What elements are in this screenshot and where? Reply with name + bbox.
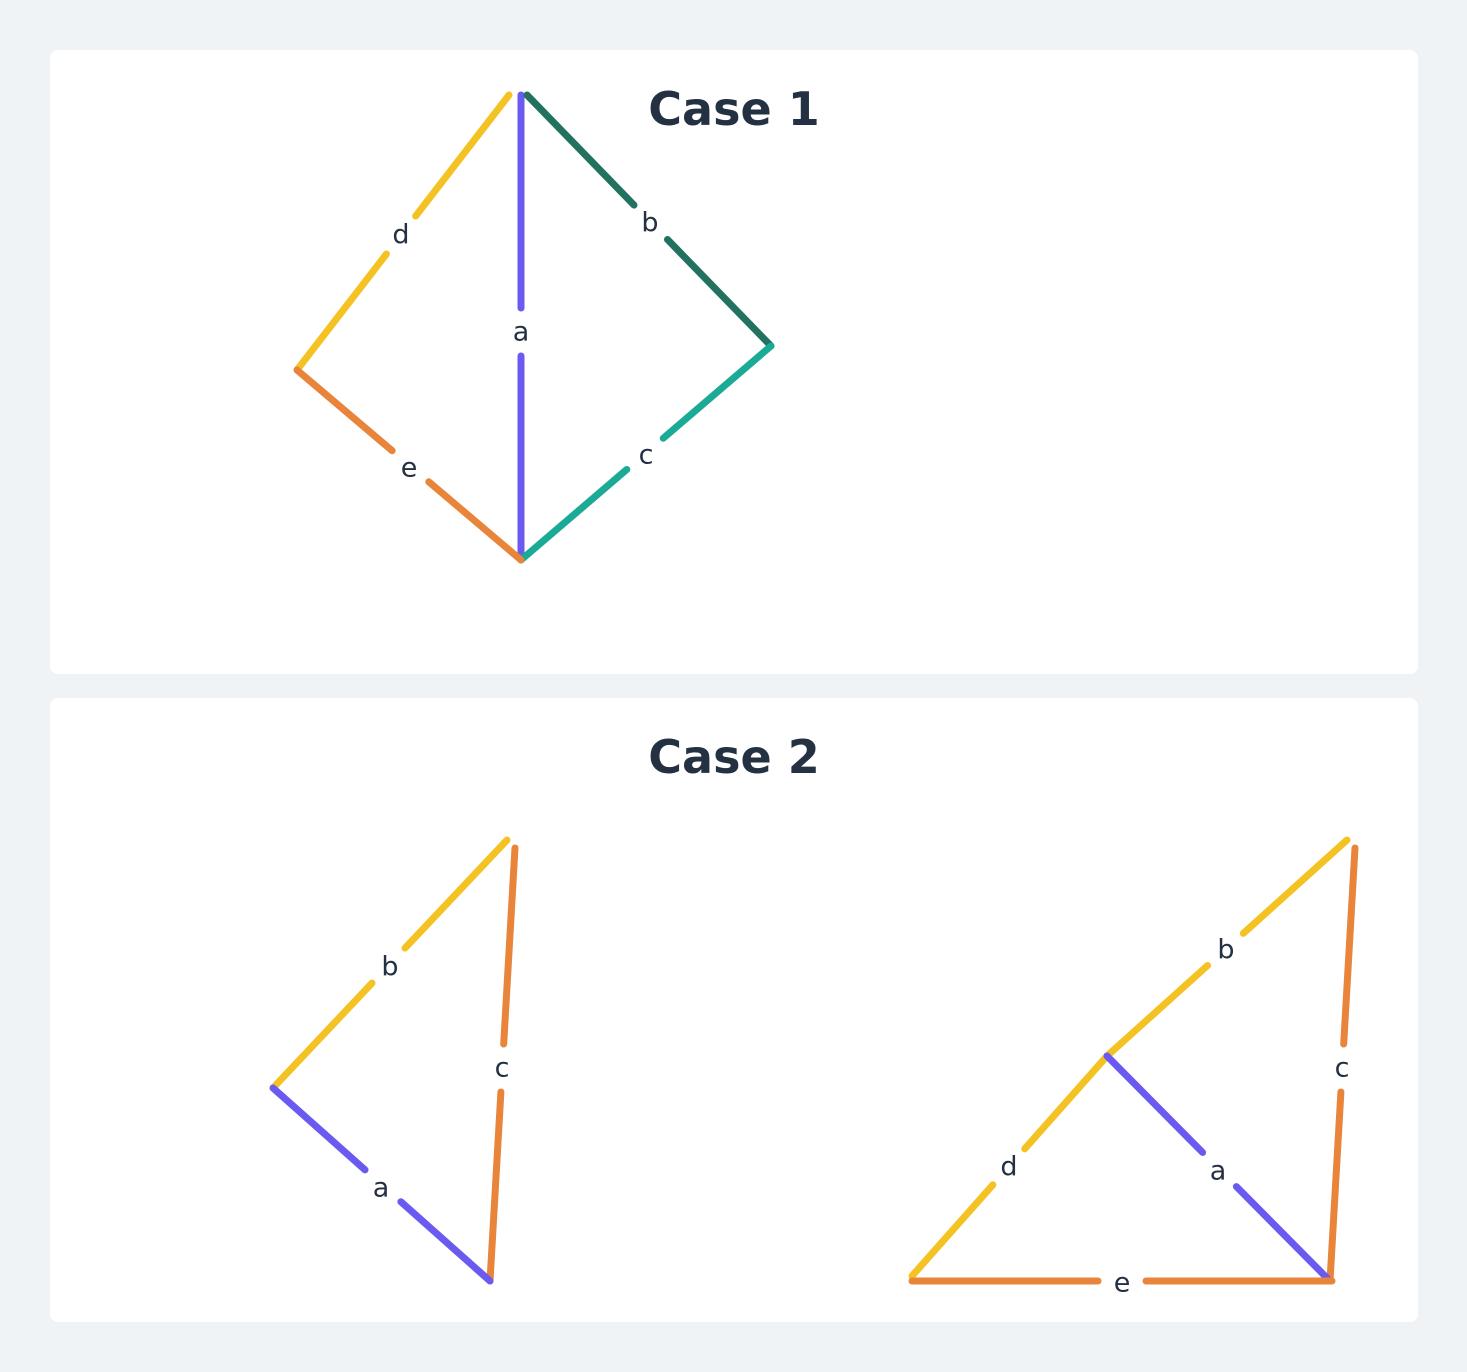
edge-b-segment — [1239, 836, 1351, 937]
edge-c-segment — [659, 342, 775, 442]
case-2-diagram: b c a b c d a e — [269, 836, 1359, 1299]
edge-d-segment — [293, 250, 390, 374]
edge-c-segment — [517, 465, 631, 564]
edge-label-e: e — [1114, 1268, 1131, 1299]
edge-label-d: d — [1000, 1152, 1017, 1183]
edge-label-c: c — [1335, 1053, 1350, 1084]
edge-a-segment — [397, 1198, 494, 1285]
edge-b-segment — [523, 91, 638, 209]
case-2-title: Case 2 — [648, 730, 820, 784]
edge-label-a: a — [1210, 1156, 1227, 1187]
edge-b-segment — [663, 235, 775, 350]
edge-label-c: c — [495, 1053, 510, 1084]
edge-label-d: d — [392, 220, 409, 251]
edge-a-segment — [269, 1084, 369, 1174]
edge-label-a: a — [513, 317, 530, 348]
edge-label-a: a — [373, 1173, 390, 1204]
edge-a-segment — [1103, 1052, 1207, 1156]
case-1-diagram: a b c d e — [293, 91, 775, 564]
edge-c-segment — [486, 1088, 505, 1285]
case-1-title: Case 1 — [648, 82, 820, 136]
edge-b-segment — [401, 836, 511, 952]
case-1-panel: Case 1 a b c d e — [50, 50, 1418, 674]
edge-label-b: b — [641, 208, 658, 239]
edge-b-segment — [1103, 961, 1212, 1060]
edge-label-c: c — [639, 440, 654, 471]
case-2-panel: Case 2 b c a b c d a e — [50, 698, 1418, 1322]
edge-e-segment — [425, 478, 525, 564]
edge-label-b: b — [1217, 935, 1234, 966]
edge-c-segment — [1326, 1088, 1345, 1285]
edge-d-segment — [1021, 1052, 1111, 1153]
edge-c-segment — [1340, 844, 1359, 1048]
edge-d-segment — [412, 91, 513, 220]
edge-label-e: e — [401, 453, 418, 484]
edge-d-segment — [908, 1181, 997, 1280]
edge-a-segment — [1232, 1183, 1331, 1282]
edge-label-b: b — [381, 952, 398, 983]
edge-c-segment — [500, 844, 519, 1048]
edge-e-segment — [293, 366, 396, 455]
edge-b-segment — [269, 979, 376, 1092]
